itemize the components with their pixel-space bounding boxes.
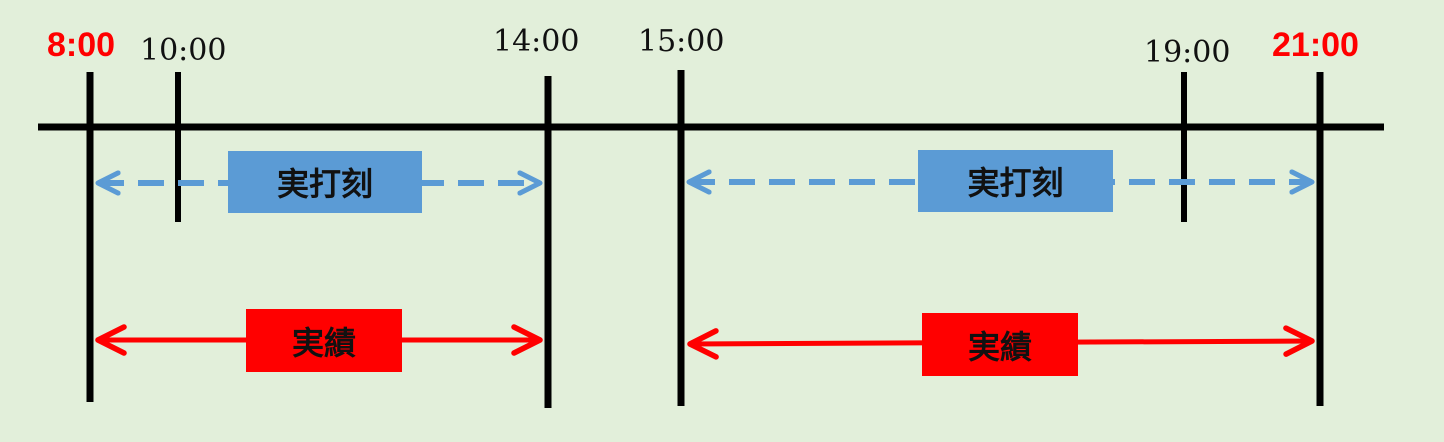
time-label-1000: 10:00 — [140, 33, 227, 68]
actual-label-box-2: 実績 — [922, 313, 1078, 376]
time-label-0800: 8:00 — [47, 26, 116, 64]
clock-in-label-2: 実打刻 — [967, 164, 1064, 202]
time-label-1500: 15:00 — [638, 24, 725, 59]
actual-label-1: 実績 — [291, 323, 356, 362]
time-label-1400: 14:00 — [493, 24, 580, 59]
clock-in-label-box-2: 実打刻 — [918, 150, 1113, 212]
time-label-1900: 19:00 — [1144, 35, 1231, 70]
time-label-2100: 21:00 — [1272, 26, 1359, 64]
clock-in-label-box-1: 実打刻 — [228, 151, 422, 213]
clock-in-label-1: 実打刻 — [276, 165, 373, 203]
actual-label-box-1: 実績 — [246, 309, 402, 372]
actual-label-2: 実績 — [967, 327, 1032, 366]
